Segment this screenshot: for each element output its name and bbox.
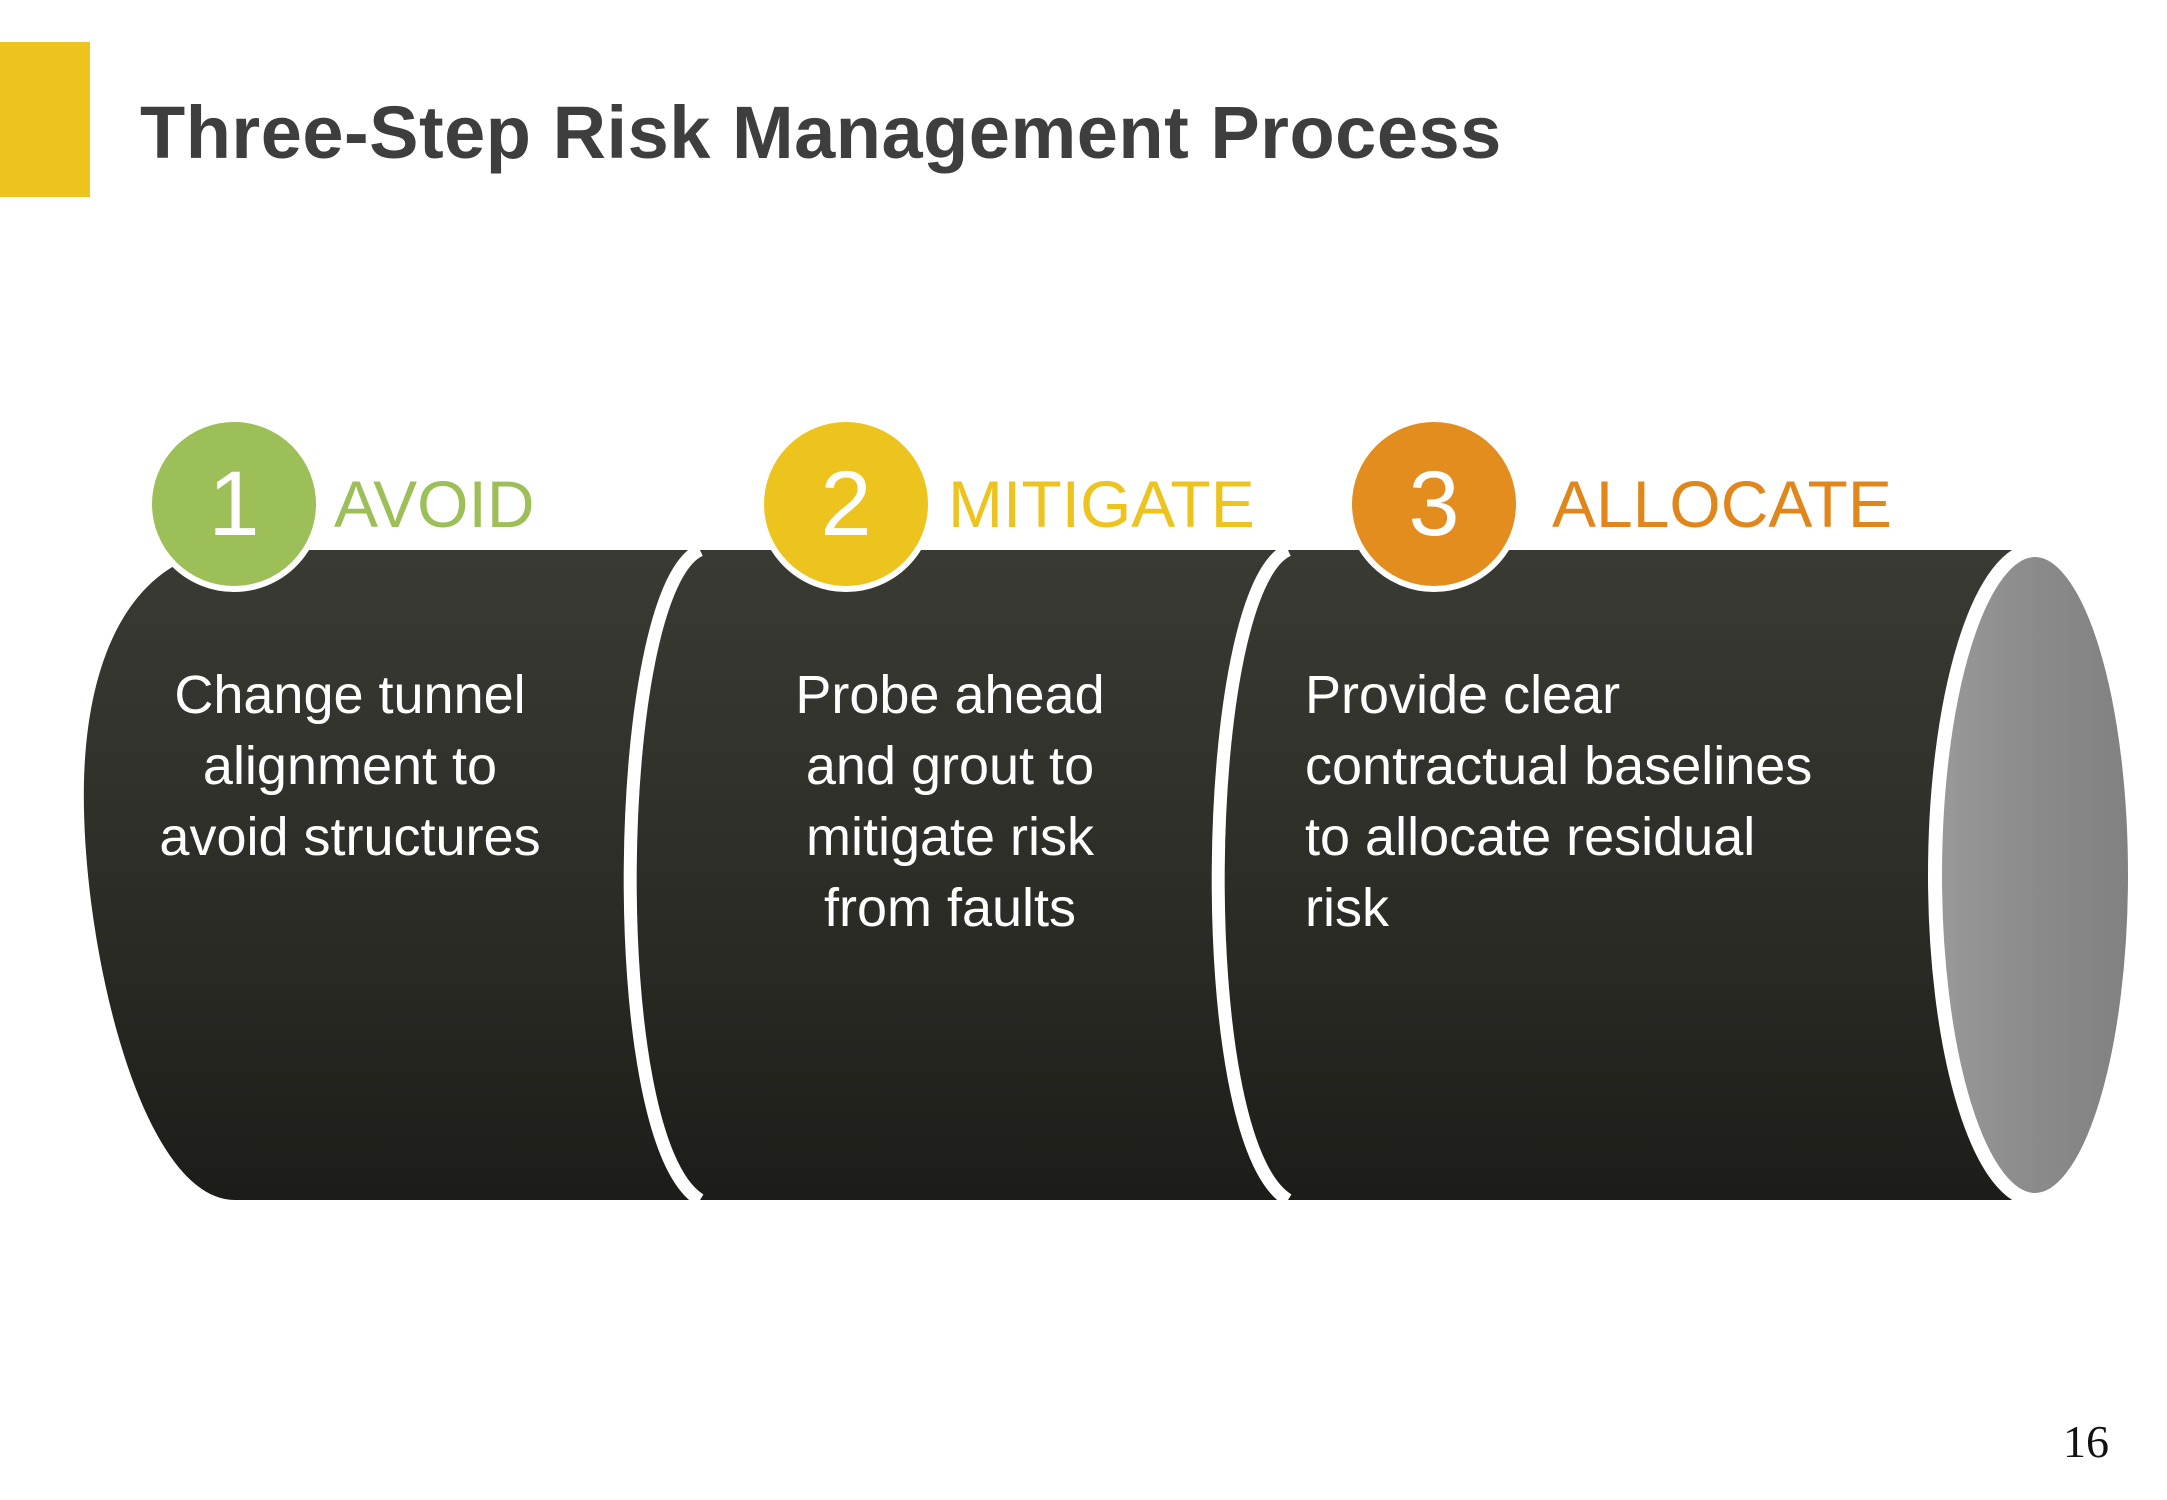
- step-body-mitigate: Probe ahead and grout to mitigate risk f…: [795, 665, 1105, 938]
- step-circle-2[interactable]: 2: [758, 416, 934, 592]
- page-number: 16: [2063, 1416, 2109, 1467]
- step-number-1: 1: [208, 453, 260, 555]
- step-label-avoid: AVOID: [334, 467, 535, 541]
- segment-divider-1: [623, 544, 704, 1206]
- title-accent-bar: [0, 42, 90, 197]
- cylinder-body: [83, 550, 2035, 1200]
- step-body-avoid: Change tunnel alignment to avoid structu…: [159, 665, 541, 867]
- page-title: Three-Step Risk Management Process: [140, 90, 1502, 174]
- cylinder-graphic: [83, 543, 2142, 1207]
- step-body-allocate: Provide clear contractual baselines to a…: [1305, 665, 1813, 938]
- process-cylinder-diagram: Change tunnel alignment to avoid structu…: [0, 380, 2167, 1240]
- step-label-mitigate: MITIGATE: [948, 467, 1255, 541]
- step-circle-1[interactable]: 1: [146, 416, 322, 592]
- step-label-allocate: ALLOCATE: [1552, 467, 1892, 541]
- step-circle-3[interactable]: 3: [1346, 416, 1522, 592]
- cylinder-end-cap: [1928, 543, 2142, 1207]
- segment-divider-2: [1211, 544, 1292, 1206]
- step-number-3: 3: [1408, 453, 1460, 555]
- step-number-2: 2: [820, 453, 872, 555]
